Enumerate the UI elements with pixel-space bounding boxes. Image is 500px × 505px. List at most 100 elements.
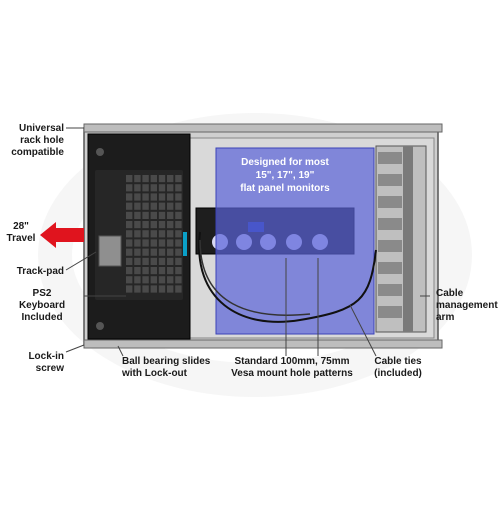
- keyboard-key: [142, 184, 149, 192]
- keyboard-key: [126, 239, 133, 247]
- keyboard-key: [167, 285, 174, 293]
- keyboard-key: [150, 211, 157, 219]
- keyboard-key: [150, 184, 157, 192]
- keyboard-key: [142, 193, 149, 201]
- keyboard-accent-strip: [183, 232, 187, 256]
- label-monitor-compat: Designed for most 15", 17", 19" flat pan…: [240, 157, 330, 194]
- keyboard-key: [167, 230, 174, 238]
- keyboard-key: [175, 239, 182, 247]
- keyboard-key: [126, 267, 133, 275]
- keyboard-key: [158, 267, 166, 275]
- keyboard-key: [150, 221, 157, 229]
- keyboard-key: [167, 267, 174, 275]
- keyboard-key: [142, 175, 149, 183]
- keyboard-key: [175, 211, 182, 219]
- keyboard-key: [150, 202, 157, 210]
- keyboard-key: [175, 267, 182, 275]
- keyboard-key: [142, 248, 149, 256]
- keyboard-key: [134, 257, 141, 265]
- keyboard-key: [134, 193, 141, 201]
- keyboard-key: [158, 257, 166, 265]
- label-travel: 28" Travel: [6, 221, 36, 244]
- keyboard-key: [167, 193, 174, 201]
- keyboard-key: [167, 175, 174, 183]
- keyboard-key: [142, 202, 149, 210]
- keyboard-key: [158, 193, 166, 201]
- label-trackpad: Track-pad: [16, 266, 64, 277]
- keyboard-key: [175, 175, 182, 183]
- keyboard-key: [167, 211, 174, 219]
- keyboard-key: [142, 267, 149, 275]
- keyboard-key: [167, 276, 174, 284]
- keyboard-key: [142, 285, 149, 293]
- arm-slat: [378, 284, 402, 296]
- keyboard-key: [167, 202, 174, 210]
- keyboard-key: [158, 239, 166, 247]
- keyboard-key: [142, 230, 149, 238]
- keyboard-key: [150, 257, 157, 265]
- keyboard-key: [134, 230, 141, 238]
- keyboard-key: [150, 285, 157, 293]
- keyboard-key: [150, 248, 157, 256]
- keyboard-key: [134, 267, 141, 275]
- keyboard-key: [175, 202, 182, 210]
- keyboard-key: [134, 239, 141, 247]
- keyboard-key: [126, 193, 133, 201]
- arm-slat: [378, 262, 402, 274]
- keyboard-key: [126, 230, 133, 238]
- arm-slat: [378, 240, 402, 252]
- monitor-overlay: [215, 147, 375, 335]
- label-keyboard: PS2 Keyboard Included: [18, 288, 66, 323]
- label-rack-hole: Universal rack hole compatible: [11, 123, 64, 158]
- keyboard-key: [126, 184, 133, 192]
- keyboard-key: [134, 248, 141, 256]
- keyboard-key: [167, 239, 174, 247]
- keyboard-key: [142, 221, 149, 229]
- keyboard-key: [167, 257, 174, 265]
- keyboard-key: [134, 221, 141, 229]
- keyboard-key: [167, 248, 174, 256]
- arm-slat: [378, 152, 402, 164]
- callout-lines: [65, 127, 430, 357]
- keyboard-key: [134, 285, 141, 293]
- cable-loop: [198, 231, 377, 323]
- keyboard-key: [142, 257, 149, 265]
- keyboard-key: [158, 175, 166, 183]
- keyboard-key: [126, 248, 133, 256]
- keyboard-key: [134, 175, 141, 183]
- keyboard-key: [142, 276, 149, 284]
- keyboard-key: [158, 184, 166, 192]
- keyboard-key: [134, 211, 141, 219]
- keyboard-key: [167, 221, 174, 229]
- keyboard-key: [126, 285, 133, 293]
- keyboard-key: [150, 239, 157, 247]
- keyboard-key: [134, 202, 141, 210]
- keyboard-key: [158, 230, 166, 238]
- keyboard-key: [150, 276, 157, 284]
- keyboard-key: [158, 221, 166, 229]
- keyboard-keys: [126, 175, 182, 293]
- label-vesa: Standard 100mm, 75mm Vesa mount hole pat…: [231, 356, 353, 379]
- arm-slat: [378, 218, 402, 230]
- arm-slat: [378, 174, 402, 186]
- trackpad: [98, 235, 122, 267]
- travel-arrow-icon: [40, 222, 84, 248]
- keyboard-key: [126, 257, 133, 265]
- keyboard-key: [175, 257, 182, 265]
- keyboard-key: [175, 230, 182, 238]
- keyboard-key: [150, 230, 157, 238]
- keyboard-key: [150, 175, 157, 183]
- label-cable-arm: Cable management arm: [436, 288, 498, 323]
- keyboard-key: [175, 221, 182, 229]
- keyboard-key: [134, 184, 141, 192]
- keyboard-key: [126, 276, 133, 284]
- keyboard-key: [175, 184, 182, 192]
- keyboard-key: [158, 211, 166, 219]
- keyboard-panel: [87, 133, 191, 340]
- keyboard-key: [167, 184, 174, 192]
- keyboard-key: [175, 276, 182, 284]
- cable-management-arm: [375, 145, 427, 333]
- keyboard-key: [175, 193, 182, 201]
- keyboard-key: [158, 202, 166, 210]
